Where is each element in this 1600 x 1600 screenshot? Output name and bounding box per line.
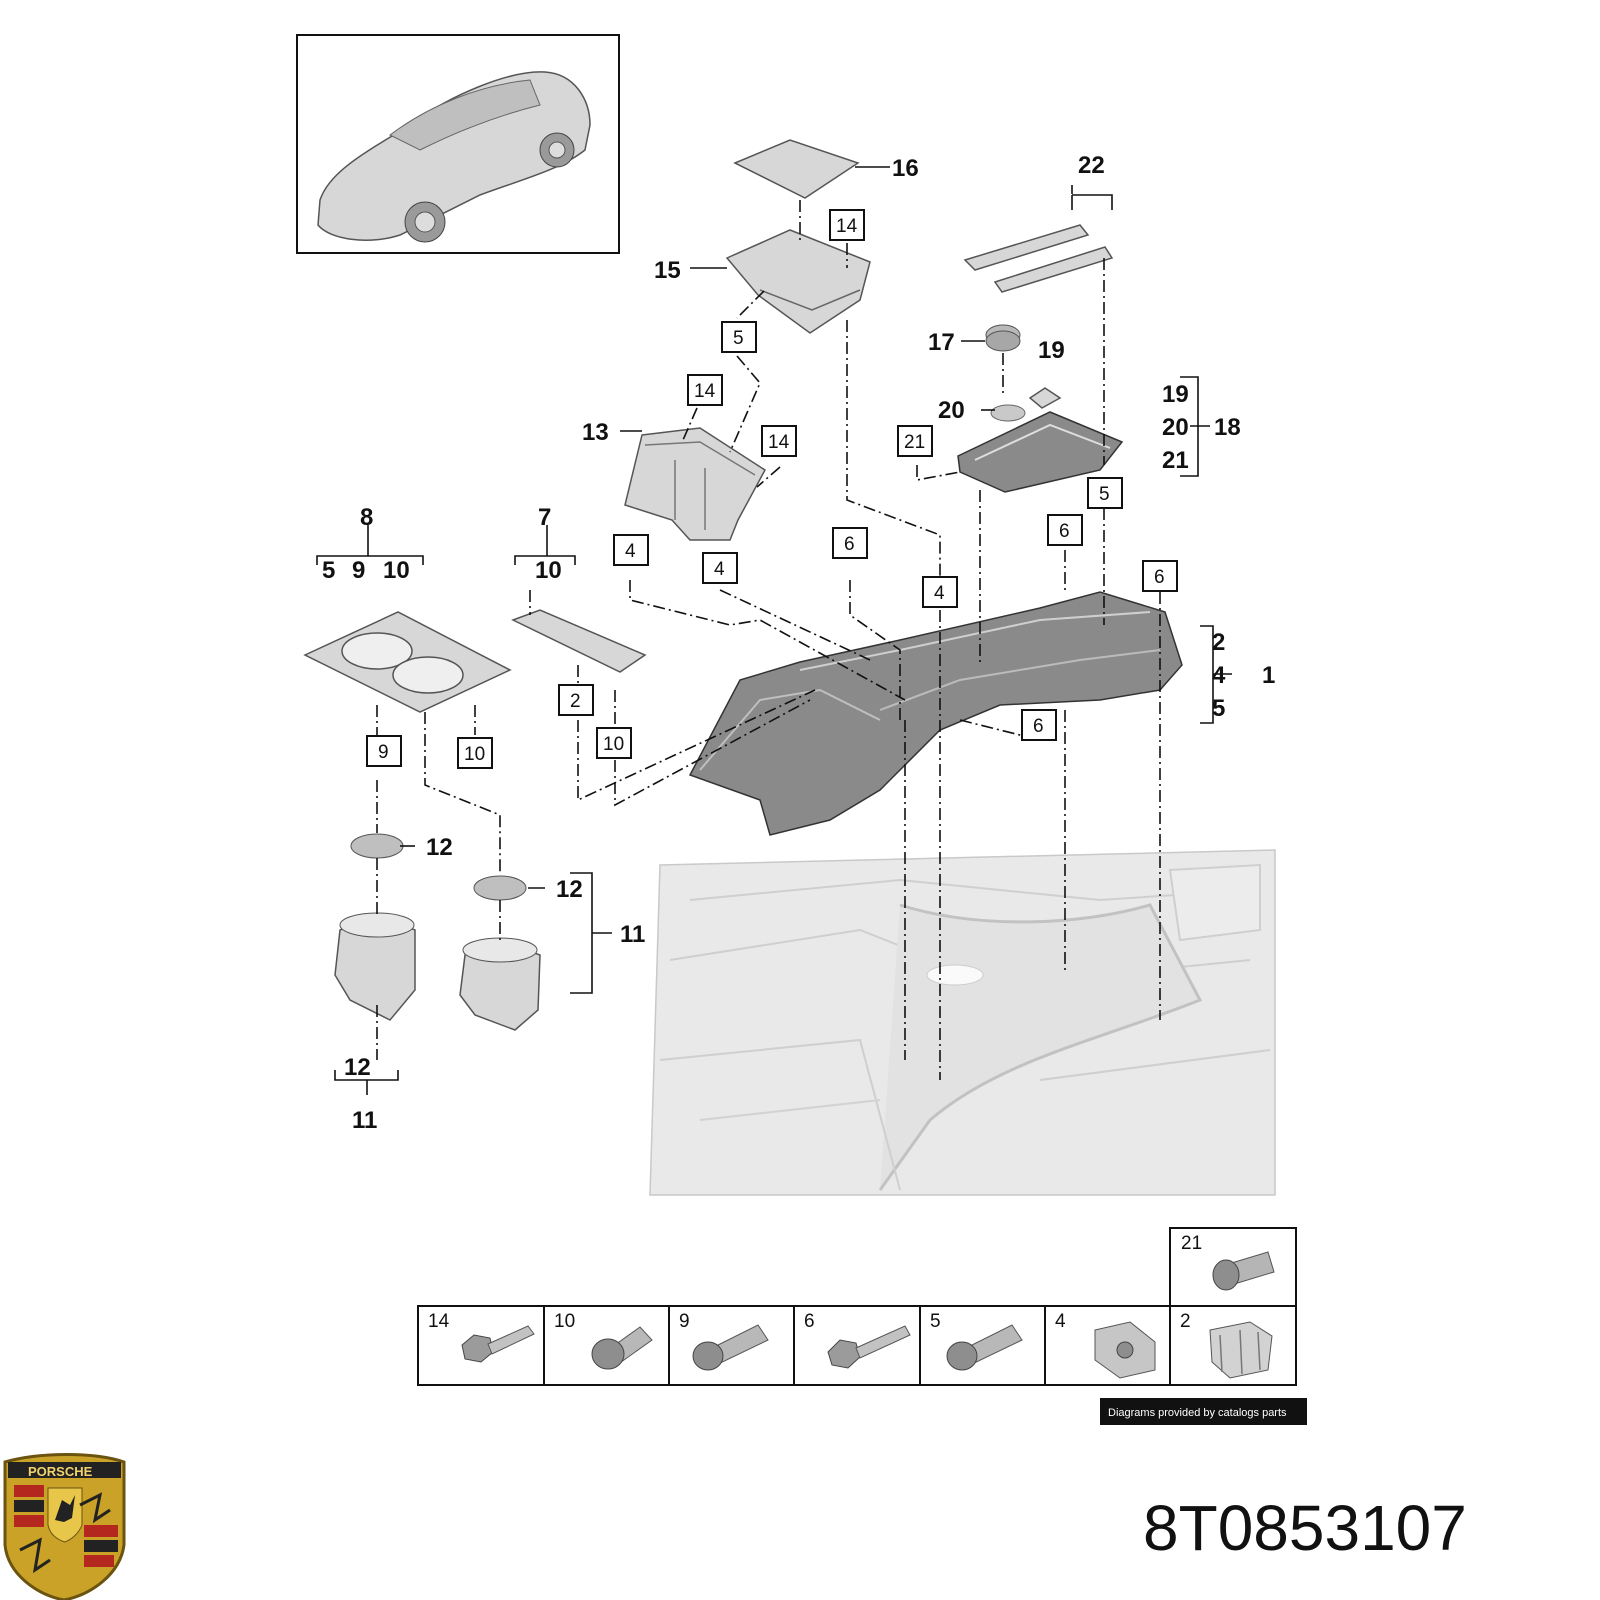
callout-15: 15 [654, 257, 681, 284]
callout-7-sub-10: 10 [535, 557, 562, 584]
bolt-pictogram [827, 1325, 911, 1369]
clip-pictogram [1209, 1321, 1273, 1379]
boxed-callout-14: 14 [761, 425, 797, 457]
part-number: 8T0853107 [1143, 1492, 1467, 1564]
fastener-cell-number: 10 [554, 1311, 575, 1332]
air-vent [624, 427, 766, 541]
svg-text:10: 10 [603, 734, 624, 755]
boxed-callout-6: 6 [1142, 560, 1178, 592]
vehicle-floor-illustration [649, 849, 1276, 1196]
sleeve-pictogram [591, 1326, 653, 1370]
callout-18: 18 [1214, 414, 1241, 441]
callout-8: 8 [360, 504, 373, 531]
svg-text:2: 2 [570, 691, 581, 712]
sleeve-pictogram [946, 1324, 1023, 1371]
boxed-callout-21: 21 [897, 425, 933, 457]
fastener-cell-number: 21 [1181, 1233, 1202, 1254]
storage-tray [725, 229, 871, 334]
boxed-callout-5: 5 [721, 321, 757, 353]
leader-lines [316, 166, 1232, 1095]
boxed-callout-10: 10 [596, 727, 632, 759]
callout-1-sub-5: 5 [1212, 695, 1225, 722]
svg-text:21: 21 [904, 432, 925, 453]
callout-1-sub-2: 2 [1212, 629, 1225, 656]
callout-22: 22 [1078, 152, 1105, 179]
svg-text:5: 5 [1099, 484, 1110, 505]
boxed-callouts: 14 5 14 14 21 5 6 4 4 6 4 6 2 10 6 9 10 [366, 209, 1178, 769]
switch-panel [957, 411, 1124, 493]
fastener-cell-number: 5 [930, 1311, 941, 1332]
console-parts [303, 139, 1183, 1031]
trim-bar [511, 609, 647, 673]
svg-text:4: 4 [934, 583, 945, 604]
callout-8-sub-10: 10 [383, 557, 410, 584]
boxed-callout-10: 10 [457, 737, 493, 769]
fastener-table: 21 14 10 9 6 5 4 2 [417, 1227, 1297, 1386]
boxed-callout-6: 6 [832, 527, 868, 559]
trim-strip-lower [993, 246, 1114, 293]
credit-text: Diagrams provided by catalogs parts [1108, 1407, 1287, 1419]
callout-19: 19 [1038, 337, 1065, 364]
callout-8-sub-9: 9 [352, 557, 365, 584]
porsche-crest-logo: PORSCHE [3, 1453, 126, 1600]
svg-text:6: 6 [844, 534, 855, 555]
boxed-callout-6: 6 [1021, 709, 1057, 741]
boxed-callout-6: 6 [1047, 514, 1083, 546]
svg-text:4: 4 [625, 541, 636, 562]
callout-18-sub-19: 19 [1162, 381, 1189, 408]
callout-12-middle: 12 [556, 876, 583, 903]
callout-12-lower: 12 [344, 1054, 371, 1081]
callout-11: 11 [620, 921, 645, 948]
svg-text:5: 5 [733, 328, 744, 349]
callout-18-sub-21: 21 [1162, 447, 1189, 474]
boxed-callout-9: 9 [366, 735, 402, 767]
fastener-cell-number: 14 [428, 1311, 450, 1332]
callout-13: 13 [582, 419, 609, 446]
screw-pictogram [461, 1325, 535, 1363]
storage-mat [733, 139, 860, 199]
callout-18-sub-20: 20 [1162, 414, 1189, 441]
callout-labels: 16 15 22 17 19 20 13 19 20 21 18 8 5 9 1… [322, 152, 1275, 1134]
boxed-callout-2: 2 [558, 684, 594, 716]
svg-text:6: 6 [1059, 521, 1070, 542]
callout-17: 17 [928, 329, 955, 356]
svg-text:9: 9 [378, 742, 389, 763]
svg-text:4: 4 [714, 559, 725, 580]
fastener-cell-number: 2 [1180, 1311, 1191, 1332]
fastener-cell-number: 4 [1055, 1311, 1066, 1332]
vehicle-thumbnail [296, 34, 620, 254]
boxed-callout-4: 4 [922, 576, 958, 608]
svg-text:6: 6 [1033, 716, 1044, 737]
callout-8-sub-5: 5 [322, 557, 335, 584]
console-body [688, 591, 1183, 836]
callout-1: 1 [1262, 662, 1275, 689]
svg-text:14: 14 [836, 216, 858, 237]
svg-text:PORSCHE: PORSCHE [28, 1464, 93, 1479]
svg-text:6: 6 [1154, 567, 1165, 588]
callout-20: 20 [938, 397, 965, 424]
boxed-callout-5: 5 [1087, 477, 1123, 509]
credit-banner: Diagrams provided by catalogs parts [1100, 1398, 1307, 1425]
callout-16: 16 [892, 155, 919, 182]
sleeve-pictogram [692, 1324, 769, 1371]
boxed-callout-14: 14 [829, 209, 865, 241]
callout-11-lower: 11 [352, 1107, 377, 1134]
clip-nut-pictogram [1094, 1321, 1156, 1379]
boxed-callout-4: 4 [613, 534, 649, 566]
callout-1-sub-4: 4 [1212, 662, 1226, 689]
fastener-cell-number: 6 [804, 1311, 815, 1332]
fastener-cell-number: 9 [679, 1311, 690, 1332]
callout-12-upper: 12 [426, 834, 453, 861]
svg-text:14: 14 [768, 432, 790, 453]
svg-text:10: 10 [464, 744, 485, 765]
svg-text:14: 14 [694, 381, 716, 402]
callout-7: 7 [538, 504, 551, 531]
boxed-callout-14: 14 [687, 374, 723, 406]
boxed-callout-4: 4 [702, 552, 738, 584]
trim-strip-upper [963, 224, 1090, 271]
